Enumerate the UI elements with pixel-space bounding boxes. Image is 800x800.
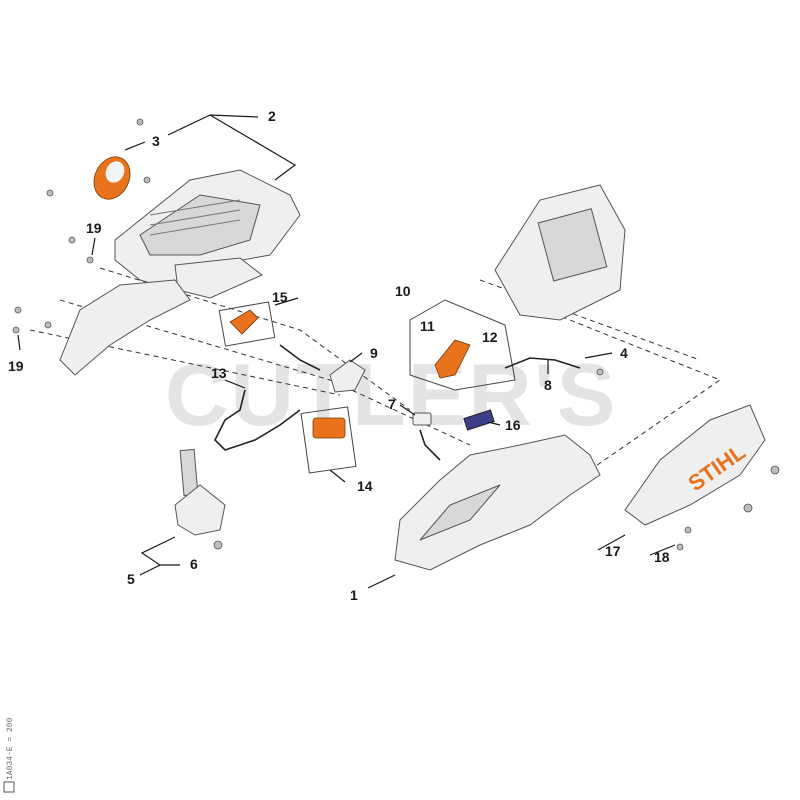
callout-16: 16 xyxy=(505,417,521,433)
callout-2: 2 xyxy=(268,108,276,124)
callout-labels: 1 2 3 4 5 6 7 8 9 10 11 12 13 14 15 16 1… xyxy=(8,108,670,603)
callout-19-top: 19 xyxy=(86,220,102,236)
callout-17: 17 xyxy=(605,543,621,559)
callout-19-bottom: 19 xyxy=(8,358,24,374)
connector-part-9 xyxy=(329,359,366,393)
wiring xyxy=(214,344,581,461)
callout-9: 9 xyxy=(370,345,378,361)
callout-3: 3 xyxy=(152,133,160,149)
callout-4: 4 xyxy=(620,345,628,361)
screws xyxy=(12,118,780,551)
callout-7: 7 xyxy=(388,396,396,412)
callout-5: 5 xyxy=(127,571,135,587)
switch-part-7 xyxy=(412,412,432,426)
handle-assembly-part xyxy=(174,448,226,550)
callout-8: 8 xyxy=(544,377,552,393)
orange-bracket-15 xyxy=(218,301,276,347)
corner-mark-icon xyxy=(3,781,15,793)
motor-block-part xyxy=(494,184,626,321)
callout-15: 15 xyxy=(272,289,288,305)
callout-12: 12 xyxy=(482,329,498,345)
orange-trigger-11 xyxy=(409,299,516,391)
main-housing-part xyxy=(394,434,601,571)
callout-11: 11 xyxy=(420,318,435,334)
corner-code: 1A034-E = 200 xyxy=(6,717,15,780)
callout-1: 1 xyxy=(350,587,358,603)
upper-housing-part xyxy=(114,169,301,299)
orange-cover-disc xyxy=(93,156,131,200)
callout-13: 13 xyxy=(211,365,227,381)
callout-14: 14 xyxy=(357,478,373,494)
callout-6: 6 xyxy=(190,556,198,572)
orange-switch-14 xyxy=(300,406,357,474)
leader-lines xyxy=(17,114,676,589)
callout-18: 18 xyxy=(654,549,670,565)
left-housing-part xyxy=(59,279,191,376)
callout-10: 10 xyxy=(395,283,411,299)
circuit-board-16 xyxy=(463,409,495,431)
watermark-text: CUTLER'S xyxy=(165,345,617,444)
